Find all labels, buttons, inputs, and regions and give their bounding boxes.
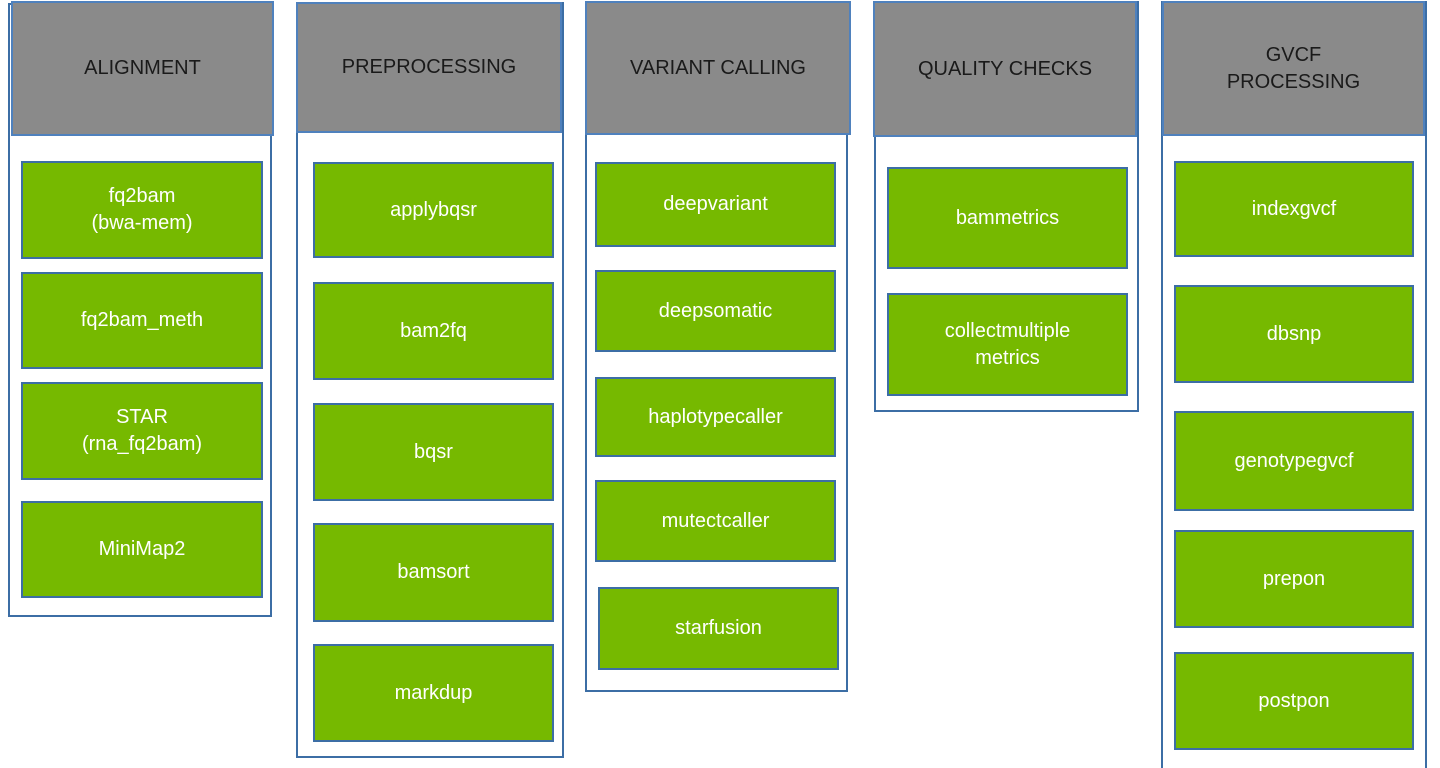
tool-mutectcaller: mutectcaller: [595, 480, 836, 562]
quality-checks-column-header: QUALITY CHECKS: [873, 1, 1137, 137]
tool-star-rna-fq2bam: STAR (rna_fq2bam): [21, 382, 263, 480]
tool-starfusion: starfusion: [598, 587, 839, 670]
tool-collectmultiplemetrics: collectmultiple metrics: [887, 293, 1128, 396]
tool-postpon: postpon: [1174, 652, 1414, 750]
tool-bamsort: bamsort: [313, 523, 554, 622]
tool-bam2fq: bam2fq: [313, 282, 554, 380]
tool-applybqsr: applybqsr: [313, 162, 554, 258]
tool-deepsomatic: deepsomatic: [595, 270, 836, 352]
tool-indexgvcf: indexgvcf: [1174, 161, 1414, 257]
tool-prepon: prepon: [1174, 530, 1414, 628]
tool-fq2bam-meth: fq2bam_meth: [21, 272, 263, 369]
gvcf-processing-column-header: GVCF PROCESSING: [1162, 1, 1425, 136]
tool-haplotypecaller: haplotypecaller: [595, 377, 836, 457]
tool-minimap2: MiniMap2: [21, 501, 263, 598]
tool-bammetrics: bammetrics: [887, 167, 1128, 269]
preprocessing-column-header: PREPROCESSING: [296, 2, 562, 133]
variant-calling-column-header: VARIANT CALLING: [585, 1, 851, 135]
tool-fq2bam-bwa-mem: fq2bam (bwa-mem): [21, 161, 263, 259]
tool-markdup: markdup: [313, 644, 554, 742]
tool-genotypegvcf: genotypegvcf: [1174, 411, 1414, 511]
tool-dbsnp: dbsnp: [1174, 285, 1414, 383]
alignment-column-header: ALIGNMENT: [11, 1, 274, 136]
tool-bqsr: bqsr: [313, 403, 554, 501]
tool-deepvariant: deepvariant: [595, 162, 836, 247]
